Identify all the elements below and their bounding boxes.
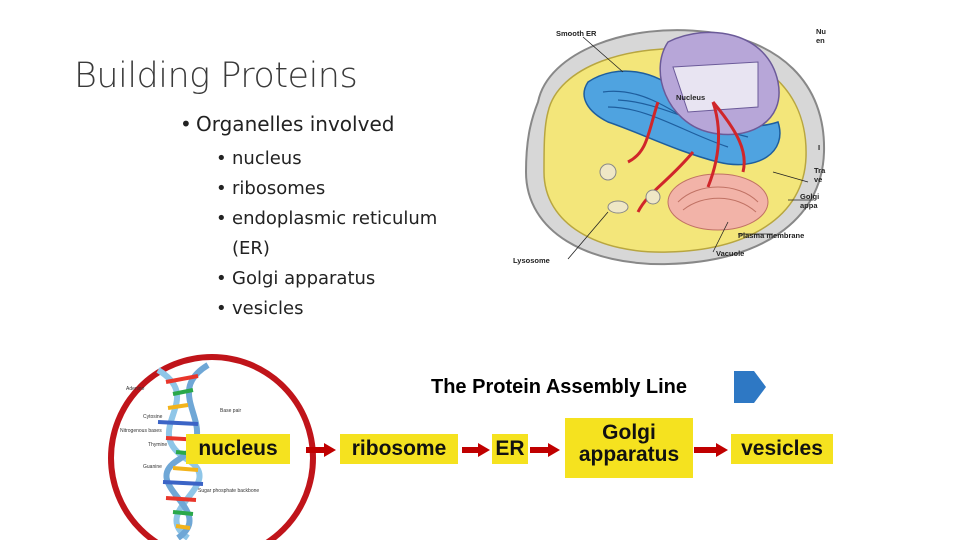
golgi-label-1: Golgi <box>800 192 819 201</box>
main-bullet: •Organelles involved <box>180 112 437 136</box>
step-arrow-icon <box>530 443 560 457</box>
sub-bullet: •ribosomes <box>180 174 437 204</box>
sub-bullet: •Golgi apparatus <box>180 264 437 294</box>
cell-diagram-image: Nucleus Smooth ER Lysosome Plasma membra… <box>513 27 826 266</box>
step-nucleus: nucleus <box>186 434 290 464</box>
plasma-membrane-label: Plasma membrane <box>738 231 804 240</box>
nucleus-label: Nucleus <box>676 93 705 102</box>
ribosome-label: I <box>818 143 820 152</box>
dna-label-base-pair: Base pair <box>220 408 241 414</box>
dna-label-guanine: Guanine <box>143 464 162 470</box>
nuclear-envelope-label-1: Nu <box>816 27 826 36</box>
assembly-line-title: The Protein Assembly Line <box>431 376 687 398</box>
golgi-icon <box>667 173 769 231</box>
step-er: ER <box>492 434 528 464</box>
bullet-list: •Organelles involved •nucleus •ribosomes… <box>180 112 437 324</box>
transport-vesicle-label-1: Tra <box>814 166 826 175</box>
step-arrow-icon <box>462 443 490 457</box>
pathway-arrows-icon <box>627 101 746 213</box>
slide-title: Building Proteins <box>74 56 358 96</box>
step-vesicles: vesicles <box>731 434 833 464</box>
bullet-dot: • <box>180 112 192 136</box>
sub-bullet: •endoplasmic reticulum <box>180 204 437 234</box>
step-arrow-icon <box>306 443 336 457</box>
smooth-er-label: Smooth ER <box>556 29 597 38</box>
step-arrow-icon <box>694 443 728 457</box>
dna-label-backbone: Sugar phosphate backbone <box>198 488 259 494</box>
sub-bullet-text: Golgi apparatus <box>232 268 376 289</box>
sub-bullet-text: ribosomes <box>232 178 326 199</box>
golgi-line-1: Golgi <box>602 421 656 444</box>
vacuole-label: Vacuole <box>716 249 744 258</box>
dna-label-nitrogenous: Nitrogenous bases <box>120 428 162 434</box>
sub-bullet-continuation: (ER) <box>232 238 270 259</box>
dna-label-adenine: Adenine <box>126 386 145 392</box>
sub-bullet: •nucleus <box>180 144 437 174</box>
sub-bullet: •vesicles <box>180 294 437 324</box>
golgi-line-2: apparatus <box>578 443 680 467</box>
step-golgi: Golgi apparatus <box>565 418 693 478</box>
sub-bullet-text: vesicles <box>232 298 304 319</box>
transport-vesicle-label-2: ve <box>814 175 822 184</box>
sub-bullet-text: endoplasmic reticulum <box>232 208 438 229</box>
nuclear-envelope-label-2: en <box>816 36 825 45</box>
lysosome-label: Lysosome <box>513 256 550 265</box>
main-bullet-text: Organelles involved <box>196 112 395 136</box>
lysosome-icon <box>599 163 617 181</box>
base-pairs-icon <box>157 374 204 530</box>
sub-bullet-text: nucleus <box>232 148 302 169</box>
dna-label-cytosine: Cytosine <box>143 414 163 420</box>
dna-label-thymine: Thymine <box>148 442 167 448</box>
step-ribosome: ribosome <box>340 434 458 464</box>
assembly-line-banner <box>384 371 766 403</box>
golgi-label-2: appa <box>800 201 818 210</box>
